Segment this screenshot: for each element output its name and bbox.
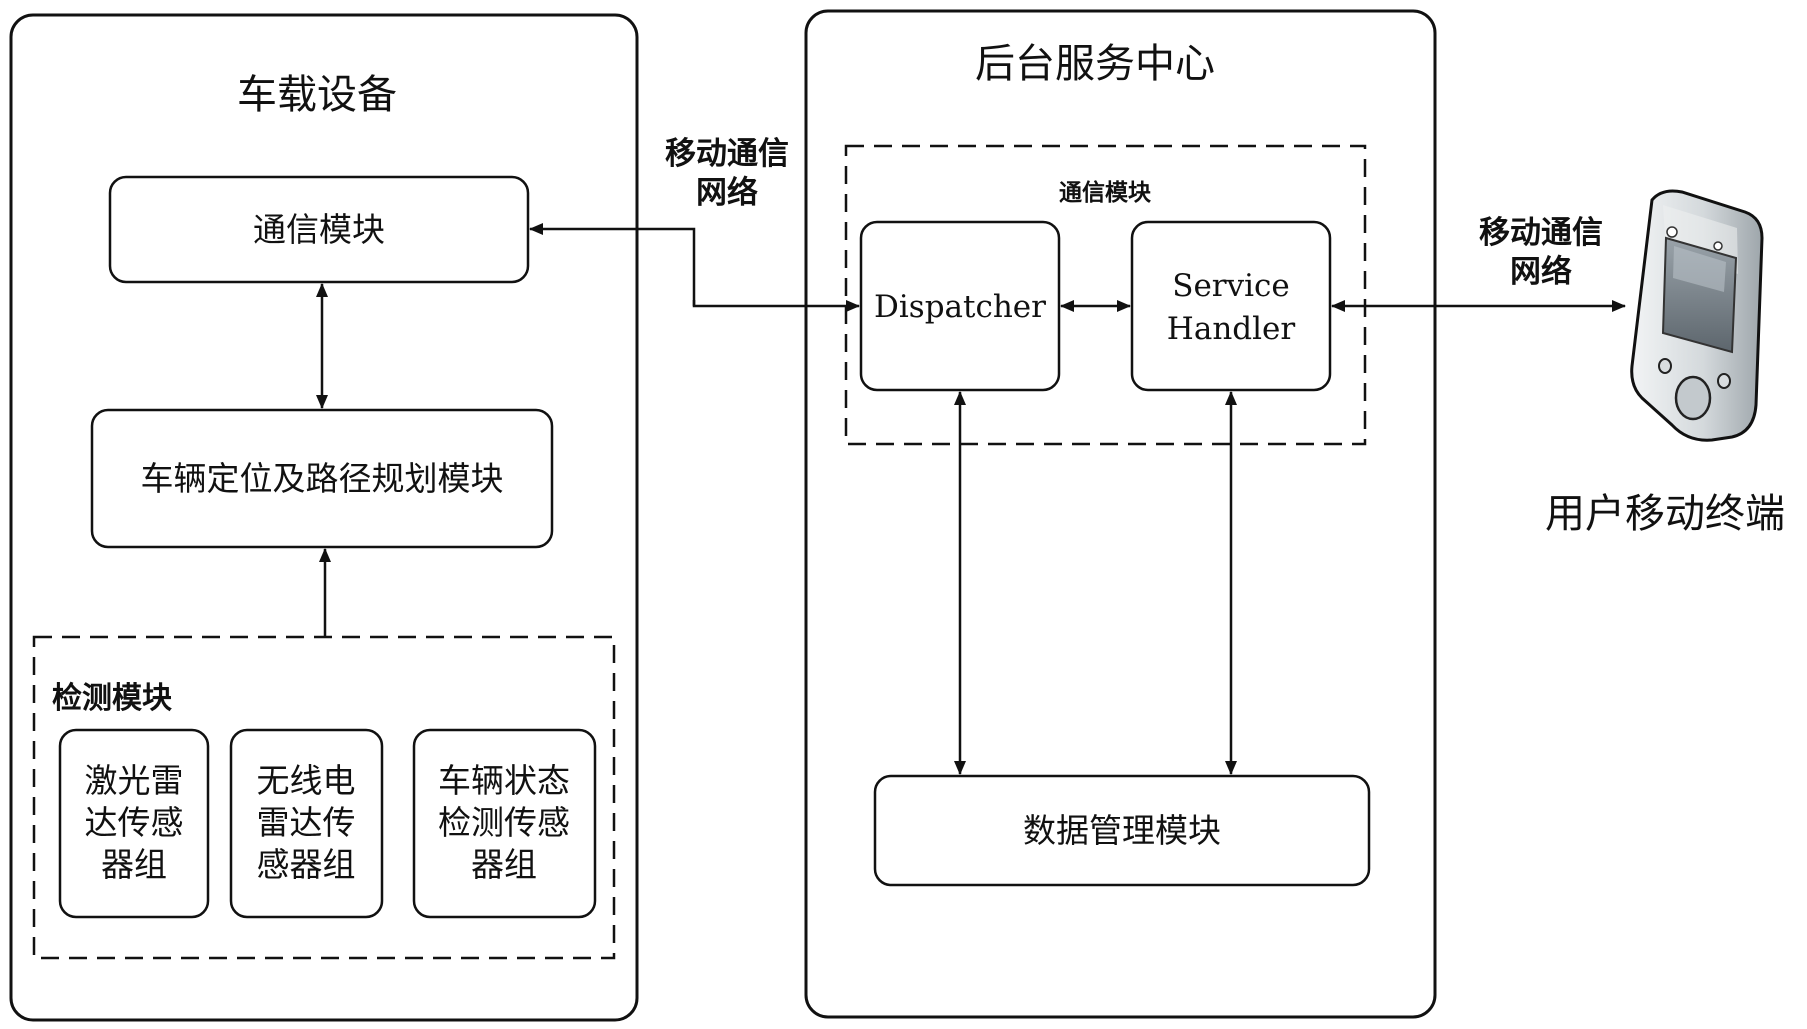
user-mobile-terminal-label: 用户移动终端 [1545, 491, 1785, 537]
vehicle-equipment-panel: 车载设备 通信模块 车辆定位及路径规划模块 检测模块 激光雷 达传感 器组 无线… [11, 15, 637, 1020]
backend-comm-module-title: 通信模块 [1059, 179, 1151, 206]
radar-sensor-label-line-1: 无线电 [257, 761, 356, 800]
detection-module-title: 检测模块 [52, 681, 172, 716]
vehicle-backend-return-connector [530, 229, 694, 306]
positioning-module-label: 车辆定位及路径规划模块 [141, 459, 504, 498]
backend-terminal-link-label-line-1: 移动通信 [1479, 215, 1603, 251]
mobile-phone-icon [1632, 191, 1762, 440]
backend-terminal-link-label-line-2: 网络 [1510, 254, 1572, 290]
backend-service-title: 后台服务中心 [975, 41, 1215, 87]
lidar-sensor-label-line-1: 激光雷 [85, 761, 184, 800]
radar-sensor-label-line-2: 雷达传 [257, 803, 356, 842]
vehicle-state-sensor-label-line-3: 器组 [471, 845, 537, 884]
backend-service-panel: 后台服务中心 通信模块 Dispatcher Service Handler 数… [806, 11, 1435, 1017]
vehicle-equipment-title: 车载设备 [237, 72, 397, 118]
data-management-module-label: 数据管理模块 [1023, 811, 1221, 850]
lidar-sensor-label-line-3: 器组 [101, 845, 167, 884]
vehicle-comm-module-label: 通信模块 [253, 210, 385, 249]
vehicle-backend-link-label-line-1: 移动通信 [665, 136, 789, 172]
service-handler-label-line-1: Service [1172, 268, 1290, 304]
lidar-sensor-label-line-2: 达传感 [85, 803, 184, 842]
radar-sensor-label-line-3: 感器组 [257, 845, 356, 884]
service-handler-box [1132, 222, 1330, 390]
vehicle-state-sensor-label-line-2: 检测传感 [438, 803, 570, 842]
vehicle-backend-forward-connector [694, 300, 859, 306]
service-handler-label-line-2: Handler [1167, 311, 1296, 347]
vehicle-state-sensor-label-line-1: 车辆状态 [438, 761, 570, 800]
dispatcher-label: Dispatcher [874, 289, 1046, 325]
vehicle-backend-link-label-line-2: 网络 [696, 175, 758, 211]
